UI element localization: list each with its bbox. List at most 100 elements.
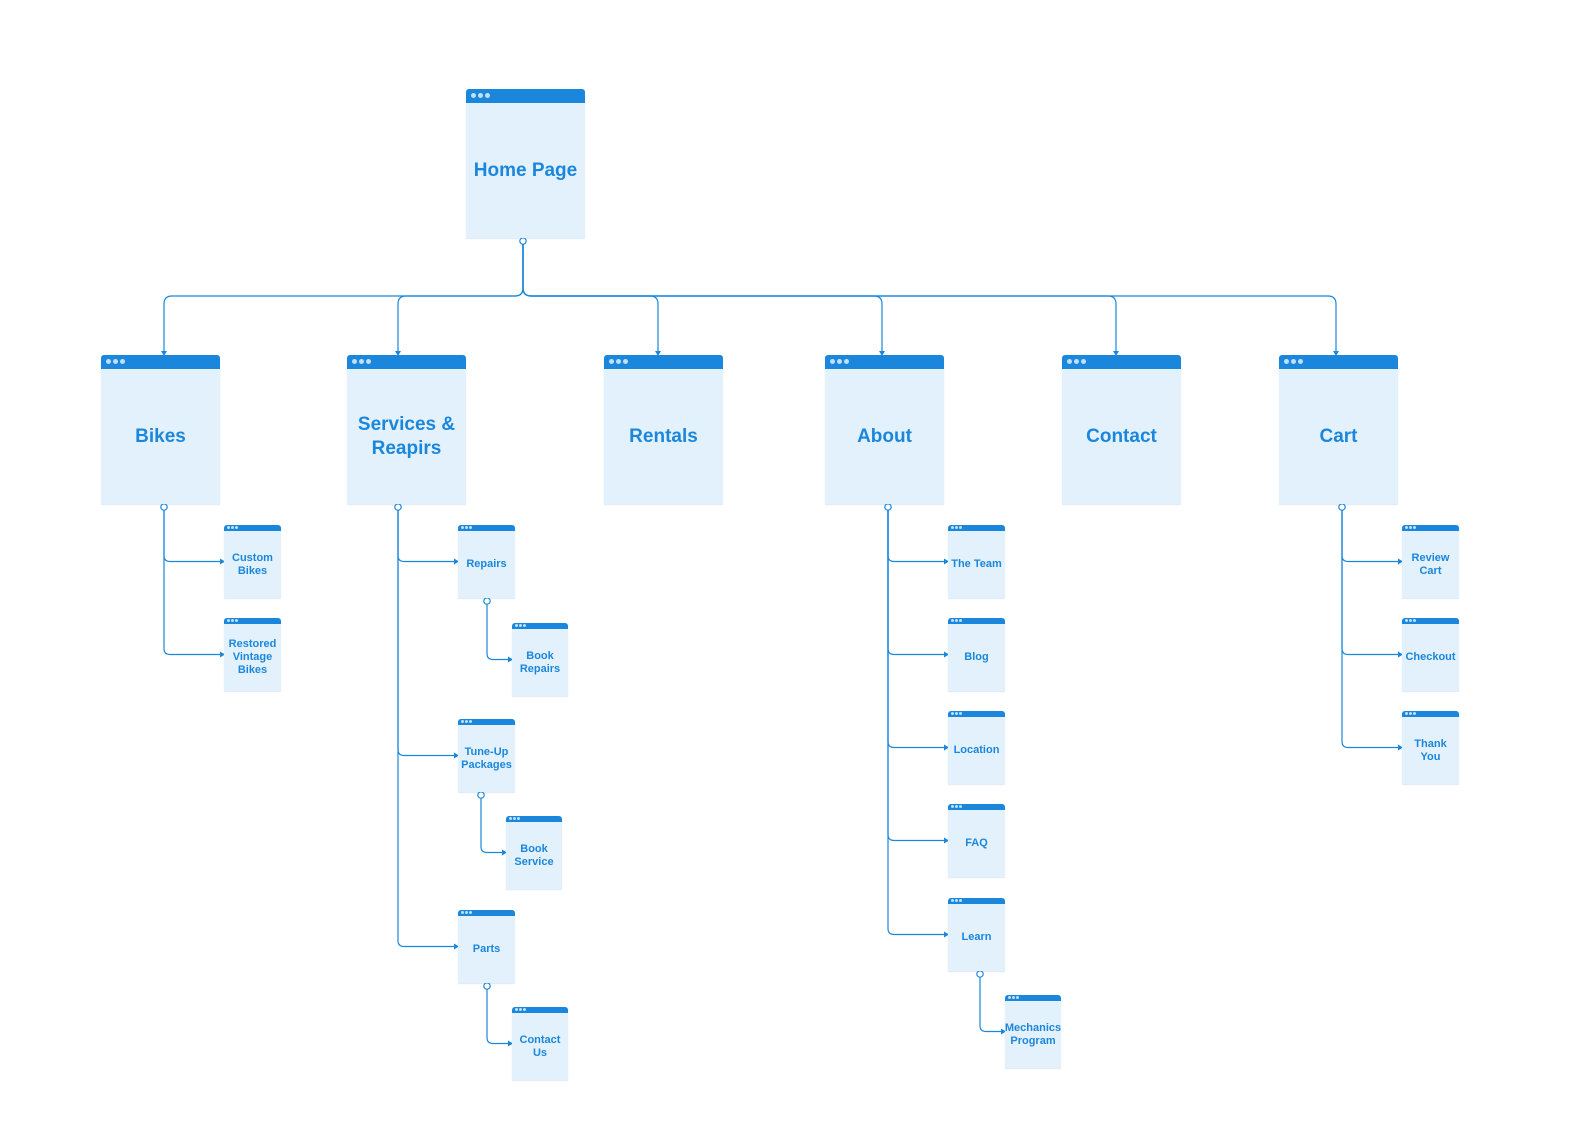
connector-line xyxy=(887,507,947,936)
connector-line xyxy=(1341,507,1401,656)
connector-origin-icon xyxy=(160,503,168,511)
arrow-icon xyxy=(454,943,459,950)
arrow-icon xyxy=(395,351,401,356)
window-title-bar xyxy=(224,618,281,624)
window-title-bar xyxy=(1005,995,1061,1001)
connector-line xyxy=(480,795,505,854)
page-node-rentals: Rentals xyxy=(604,355,723,504)
arrow-icon xyxy=(1398,558,1403,565)
window-dots-icon xyxy=(471,93,490,98)
window-dots-icon xyxy=(951,712,962,715)
page-node-tune-up-packages: Tune-Up Packages xyxy=(458,719,515,792)
page-node-services-repairs: Services & Reapirs xyxy=(347,355,466,504)
window-dots-icon xyxy=(515,624,526,627)
arrow-icon xyxy=(1113,351,1119,356)
window-title-bar xyxy=(604,355,723,369)
arrow-icon xyxy=(1001,1028,1006,1035)
window-dots-icon xyxy=(461,526,472,529)
connector-line xyxy=(163,241,524,353)
connector-line xyxy=(887,507,947,656)
page-node-label: Book Service xyxy=(514,842,554,868)
page-node-label: Bikes xyxy=(135,425,186,447)
window-dots-icon xyxy=(461,720,472,723)
window-dots-icon xyxy=(830,359,849,364)
connector-origin-icon xyxy=(483,597,491,605)
connector-line xyxy=(887,507,947,563)
connector-line xyxy=(522,241,1337,353)
page-node-label: Location xyxy=(953,744,1000,756)
window-title-bar xyxy=(101,355,220,369)
page-node-contact-us: Contact Us xyxy=(512,1007,568,1080)
connector-line xyxy=(1341,507,1401,749)
arrow-icon xyxy=(220,651,225,658)
page-node-the-team: The Team xyxy=(948,525,1005,598)
page-node-thank-you: Thank You xyxy=(1402,711,1459,784)
window-dots-icon xyxy=(227,526,238,529)
arrow-icon xyxy=(944,931,949,938)
window-title-bar xyxy=(948,618,1005,624)
connector-line xyxy=(163,507,223,656)
connector-origin-icon xyxy=(884,503,892,511)
page-node-label: FAQ xyxy=(965,837,988,849)
connector-line xyxy=(522,241,659,353)
arrow-icon xyxy=(502,849,507,856)
connector-line xyxy=(486,601,511,661)
arrow-icon xyxy=(220,558,225,565)
window-title-bar xyxy=(1402,711,1459,717)
page-node-location: Location xyxy=(948,711,1005,784)
connector-origin-icon xyxy=(394,503,402,511)
window-dots-icon xyxy=(352,359,371,364)
window-title-bar xyxy=(825,355,944,369)
page-node-repairs: Repairs xyxy=(458,525,515,598)
page-node-label: The Team xyxy=(951,558,1002,570)
arrow-icon xyxy=(454,558,459,565)
window-title-bar xyxy=(512,623,568,629)
window-dots-icon xyxy=(106,359,125,364)
page-node-label: Blog xyxy=(964,651,989,663)
connector-origin-icon xyxy=(519,237,527,245)
connector-origin-icon xyxy=(483,982,491,990)
window-dots-icon xyxy=(951,619,962,622)
connector-line xyxy=(1341,507,1401,563)
page-node-checkout: Checkout xyxy=(1402,618,1459,691)
window-dots-icon xyxy=(1284,359,1303,364)
connector-line xyxy=(887,507,947,842)
page-node-label: Tune-Up Packages xyxy=(461,745,512,771)
page-node-label: Learn xyxy=(961,931,992,943)
page-node-learn: Learn xyxy=(948,898,1005,971)
window-dots-icon xyxy=(1405,712,1416,715)
connector-line xyxy=(397,241,524,353)
page-node-label: Review Cart xyxy=(1411,551,1450,577)
arrow-icon xyxy=(655,351,661,356)
window-title-bar xyxy=(948,525,1005,531)
connector-line xyxy=(397,507,457,948)
arrow-icon xyxy=(944,837,949,844)
page-node-cart: Cart xyxy=(1279,355,1398,504)
page-node-review-cart: Review Cart xyxy=(1402,525,1459,598)
page-node-label: Parts xyxy=(472,943,501,955)
connector-line xyxy=(486,986,511,1045)
window-dots-icon xyxy=(509,817,520,820)
window-title-bar xyxy=(1279,355,1398,369)
window-title-bar xyxy=(1402,525,1459,531)
window-title-bar xyxy=(512,1007,568,1013)
window-dots-icon xyxy=(951,899,962,902)
window-title-bar xyxy=(458,910,515,916)
window-title-bar xyxy=(347,355,466,369)
window-title-bar xyxy=(948,898,1005,904)
page-node-label: Home Page xyxy=(473,159,578,181)
page-node-label: Contact xyxy=(1086,425,1157,447)
page-node-label: Repairs xyxy=(466,558,507,570)
connector-line xyxy=(397,507,457,563)
page-node-about: About xyxy=(825,355,944,504)
connector-line xyxy=(397,507,457,757)
arrow-icon xyxy=(944,744,949,751)
arrow-icon xyxy=(508,656,513,663)
window-title-bar xyxy=(948,804,1005,810)
window-dots-icon xyxy=(227,619,238,622)
page-node-faq: FAQ xyxy=(948,804,1005,877)
window-title-bar xyxy=(466,89,585,103)
window-title-bar xyxy=(948,711,1005,717)
page-node-home: Home Page xyxy=(466,89,585,238)
